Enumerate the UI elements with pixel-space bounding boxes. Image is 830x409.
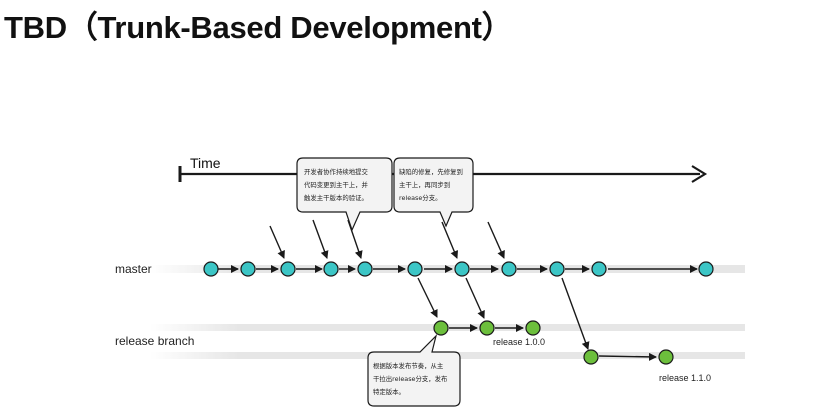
callout-3-line-2: 干拉出release分支，发布	[373, 374, 448, 383]
master-commit	[591, 261, 607, 277]
callout-1-line-2: 代码变更到主干上，并	[304, 180, 369, 189]
release-1-0-0-tag: release 1.0.0	[493, 337, 545, 347]
master-commit	[280, 261, 296, 277]
release-commit	[658, 349, 674, 365]
commit-arrows	[269, 219, 505, 259]
master-commit	[323, 261, 339, 277]
master-commit	[501, 261, 517, 277]
callout-developer-commits: 开发者协作持续地提交 代码变更到主干上，并 触发主干版本的验证。	[296, 157, 393, 232]
release-commit	[583, 349, 599, 365]
callout-1-line-1: 开发者协作持续地提交	[304, 167, 369, 176]
release-commits	[433, 320, 674, 365]
callout-2-line-2: 主干上，再同步到	[399, 180, 450, 189]
master-commit	[240, 261, 256, 277]
branch-arrows	[417, 277, 657, 361]
master-commit	[357, 261, 373, 277]
callout-1-line-3: 触发主干版本的验证。	[304, 193, 368, 202]
time-label: Time	[190, 155, 221, 171]
callout-2-line-1: 缺陷的修复，先修复到	[399, 167, 463, 176]
callout-release-branch: 根据版本发布节奏，从主 干拉出release分支，发布 特定版本。	[367, 334, 461, 407]
master-lane-label: master	[115, 262, 152, 276]
callout-bugfix: 缺陷的修复，先修复到 主干上，再同步到 release分支。	[393, 157, 474, 228]
master-commit	[549, 261, 565, 277]
master-commits	[203, 261, 714, 277]
release-commit	[525, 320, 541, 336]
release-1-1-0-tag: release 1.1.0	[659, 373, 711, 383]
master-commit	[698, 261, 714, 277]
release-lane-label: release branch	[115, 334, 194, 348]
master-commit	[454, 261, 470, 277]
callout-2-line-3: release分支。	[399, 193, 441, 202]
master-commit	[203, 261, 219, 277]
page-title: TBD（Trunk-Based Development）	[4, 10, 513, 45]
time-arrow-icon	[691, 165, 708, 183]
release-commit	[479, 320, 495, 336]
callout-3-line-3: 特定版本。	[373, 387, 405, 396]
master-commit	[407, 261, 423, 277]
callout-3-line-1: 根据版本发布节奏，从主	[373, 361, 444, 370]
release-commit	[433, 320, 449, 336]
